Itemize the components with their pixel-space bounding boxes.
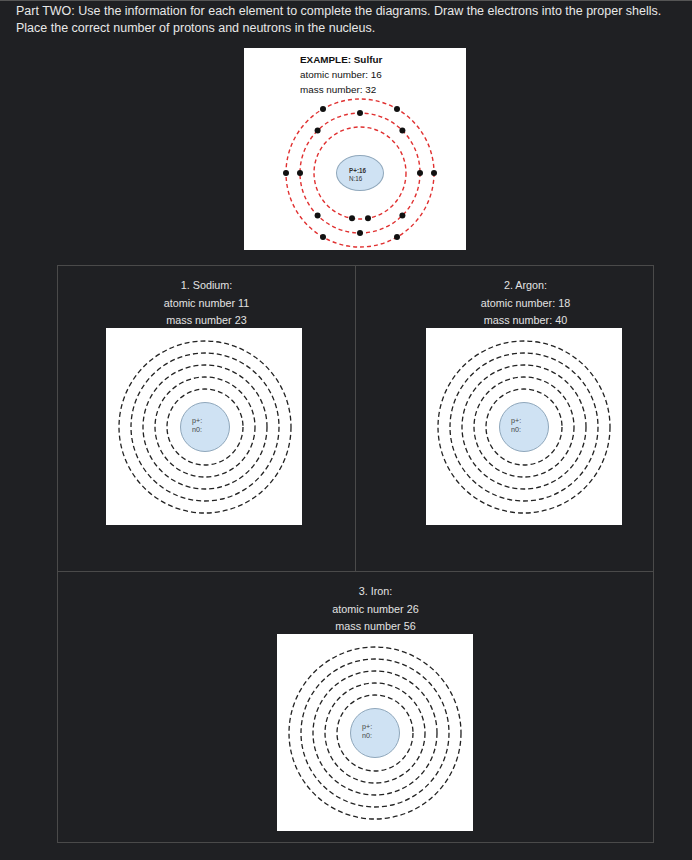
element-info: atomic number: 18 [398,295,653,313]
top-rule [0,0,692,1]
nucleus-label: n0: [511,425,548,434]
nucleus-label: p+: [511,416,548,425]
argon-panel [426,328,622,525]
element-info: mass number: 40 [398,312,653,330]
example-panel [244,48,466,250]
element-info: EXAMPLE: Sulfur [300,52,466,67]
nucleus: p+:n0: [180,402,230,452]
nucleus-label: p+: [362,722,399,731]
nucleus: p+:n0: [499,402,549,452]
nucleus-label: P+:16 [349,167,383,175]
element-info: 2. Argon: [398,277,653,295]
example-box: EXAMPLE: Sulfuratomic number: 16mass num… [244,48,466,250]
element-info: atomic number 26 [98,601,653,619]
instructions: Part TWO: Use the information for each e… [16,3,680,37]
element-cell: 3. Iron:atomic number 26mass number 56 p+… [57,571,654,843]
nucleus-label: N:16 [349,175,383,183]
element-info: atomic number: 16 [300,67,466,82]
element-info: 1. Sodium: [58,277,355,295]
empty-shells [119,341,610,819]
iron-panel [277,634,473,831]
nucleus-label: n0: [192,425,229,434]
sodium-panel [106,328,302,525]
nucleus-label: n0: [362,731,399,740]
element-info: mass number 23 [58,312,355,330]
element-info: atomic number 11 [58,295,355,313]
element-info: mass number: 32 [300,82,466,97]
nucleus-label: p+: [192,416,229,425]
element-cell: 2. Argon:atomic number: 18mass number: 4… [355,265,654,572]
example-shells [286,99,434,247]
element-info: 3. Iron: [98,583,653,601]
example-electrons [283,106,437,240]
element-cell: 1. Sodium:atomic number 11mass number 23… [57,265,356,572]
nucleus: p+:n0: [350,708,400,758]
nucleus: P+:16N:16 [336,155,384,191]
element-info: mass number 56 [98,618,653,636]
